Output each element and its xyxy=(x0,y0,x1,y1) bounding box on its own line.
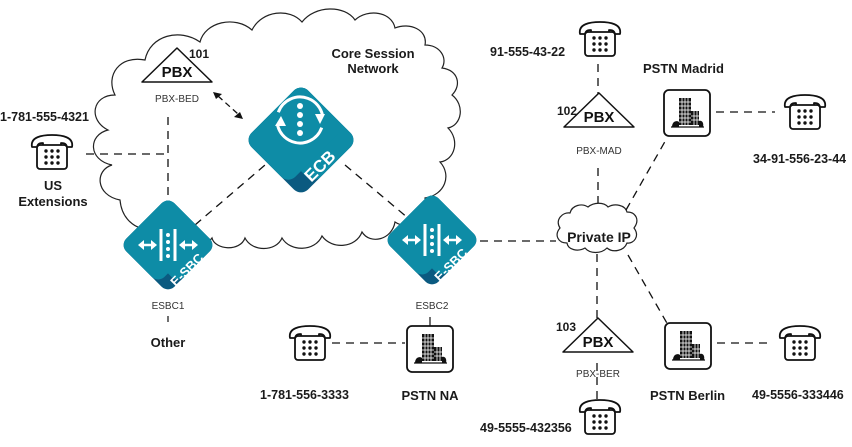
private-ip-cloud xyxy=(556,202,638,254)
pbx-bed-node[interactable]: PBX xyxy=(141,47,213,83)
pstn-madrid-phone-number: 34-91-556-23-44 xyxy=(753,152,847,166)
pbx-mad-name: PBX-MAD xyxy=(576,146,622,157)
us-extensions-line1: US xyxy=(43,178,63,193)
link-esbc1-ecb xyxy=(194,164,266,226)
pbx-ber-name: PBX-BER xyxy=(576,369,620,380)
refresh-icon xyxy=(275,95,325,145)
pstn-berlin-phone-number: 49-5556-333446 xyxy=(752,388,844,402)
pstn-na-label: PSTN NA xyxy=(401,388,459,403)
phone-icon[interactable] xyxy=(578,399,622,435)
pbx-bed-name: PBX-BED xyxy=(155,94,199,105)
other-label: Other xyxy=(150,335,186,350)
private-ip-label: Private IP xyxy=(567,229,631,245)
pbx-bed-title: PBX xyxy=(162,64,193,81)
us-extensions-line2: Extensions xyxy=(18,194,88,209)
core-session-label-line2: Network xyxy=(347,61,399,76)
pbx-mad-number: 102 xyxy=(557,104,578,118)
ecb-node[interactable]: ECB xyxy=(244,83,357,196)
madrid-pbx-phone-number: 91-555-43-22 xyxy=(490,45,566,59)
pstn-madrid-label: PSTN Madrid xyxy=(643,61,724,76)
phone-icon[interactable] xyxy=(288,325,332,361)
pstn-madrid-building-icon[interactable] xyxy=(663,89,711,137)
berlin-pbx-phone-number: 49-5555-432356 xyxy=(480,421,572,435)
esbc1-name: ESBC1 xyxy=(151,301,185,312)
pbx-ber-node[interactable]: PBX xyxy=(562,317,634,353)
phone-icon[interactable] xyxy=(778,325,822,361)
bidirectional-arrow-icon xyxy=(213,92,243,119)
pbx-ber-title: PBX xyxy=(583,334,614,351)
connectors xyxy=(86,64,775,400)
pstn-berlin-building-icon[interactable] xyxy=(664,322,712,370)
phone-icon[interactable] xyxy=(578,21,622,57)
pbx-mad-node[interactable]: PBX xyxy=(563,92,635,128)
pbx-mad-title: PBX xyxy=(584,109,615,126)
core-session-label-line1: Core Session xyxy=(331,46,415,61)
us-extensions-label: US Extensions xyxy=(8,178,98,210)
pstn-berlin-label: PSTN Berlin xyxy=(650,388,726,403)
core-session-label: Core Session Network xyxy=(318,46,428,76)
pbx-ber-number: 103 xyxy=(556,320,577,334)
phone-icon[interactable] xyxy=(30,134,74,170)
pbx-bed-number: 101 xyxy=(189,47,210,61)
pstn-na-phone-number: 1-781-556-3333 xyxy=(260,388,349,402)
phone-icon[interactable] xyxy=(783,94,827,130)
esbc2-name: ESBC2 xyxy=(415,301,449,312)
pstn-na-building-icon[interactable] xyxy=(406,325,454,373)
us-ext-phone-number: 1-781-555-4321 xyxy=(0,110,89,124)
link-privateip-pstnberlin xyxy=(627,254,669,326)
